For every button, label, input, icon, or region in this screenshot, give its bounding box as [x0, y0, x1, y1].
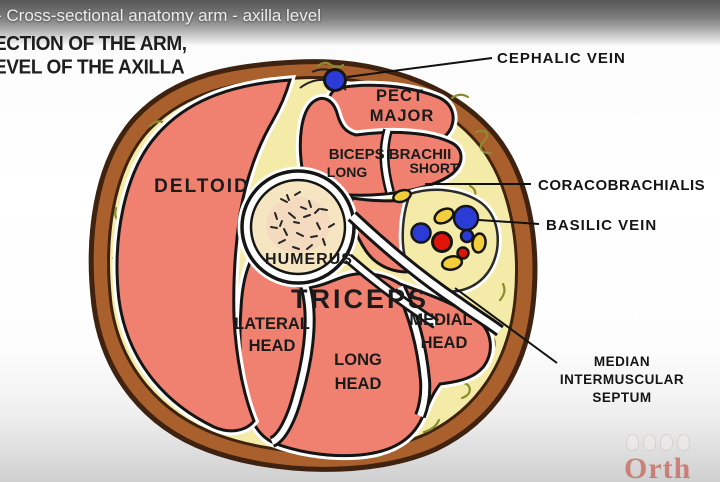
label-triceps: TRICEPS [291, 284, 429, 314]
label-humerus: HUMERUS [265, 251, 353, 268]
basilic-pointer [478, 219, 540, 225]
label-medial-1: MEDIAL [409, 311, 472, 329]
slide-heading-line2: EVEL OF THE AXILLA [0, 56, 185, 79]
callout-labels: CEPHALIC VEIN CORACOBRACHIALIS BASILIC V… [497, 50, 705, 405]
veins [410, 204, 480, 244]
label-medial-2: HEAD [421, 334, 468, 352]
cephalic-pointer [346, 57, 493, 78]
video-title-overlay: - Cross-sectional anatomy arm - axilla l… [0, 0, 720, 46]
label-pect-2: MAJOR [370, 107, 435, 125]
label-deltoid: DELTOID [154, 176, 250, 197]
label-biceps-long: LONG [327, 164, 368, 180]
watermark-figures [626, 434, 690, 451]
muscle-deltoid [112, 75, 297, 436]
label-biceps-short: SHORT [410, 160, 459, 176]
basilic-vein-circle [452, 204, 480, 232]
callout-basilic-vein: BASILIC VEIN [546, 217, 657, 234]
median-intermuscular-septum [344, 211, 504, 337]
label-long-1: LONG [334, 351, 382, 369]
label-pect-1: PECT [376, 87, 424, 105]
muscle-biceps-brachii [295, 94, 466, 200]
label-biceps: BICEPS BRACHII [329, 146, 452, 163]
arteries [431, 231, 470, 260]
callout-septum-1: MEDIAN [594, 354, 650, 369]
watermark-text: Orth [624, 452, 692, 482]
slide-heading: ECTION OF THE ARM, EVEL OF THE AXILLA [0, 33, 187, 80]
bone-speckles [270, 191, 335, 250]
callout-septum-2: INTERMUSCULAR [560, 372, 684, 387]
nerve-ovals [392, 188, 487, 271]
watermark-logo: Orth [624, 434, 720, 482]
humerus-bone [237, 166, 359, 288]
callout-cephalic-vein: CEPHALIC VEIN [497, 50, 626, 67]
septum-pointer [454, 287, 558, 364]
cephalic-vein-circle [323, 68, 347, 92]
label-long-2: HEAD [335, 375, 382, 393]
callout-septum-3: SEPTUM [592, 390, 651, 405]
slide-heading-line1: ECTION OF THE ARM, [0, 33, 187, 56]
callout-lines [346, 57, 558, 364]
label-lateral-2: HEAD [249, 337, 296, 355]
muscle-labels: DELTOID PECT MAJOR BICEPS BRACHII LONG S… [154, 87, 472, 393]
callout-coracobrachialis: CORACOBRACHIALIS [538, 177, 705, 194]
video-title: - Cross-sectional anatomy arm - axilla l… [0, 6, 321, 25]
label-lateral-1: LATERAL [234, 315, 310, 333]
